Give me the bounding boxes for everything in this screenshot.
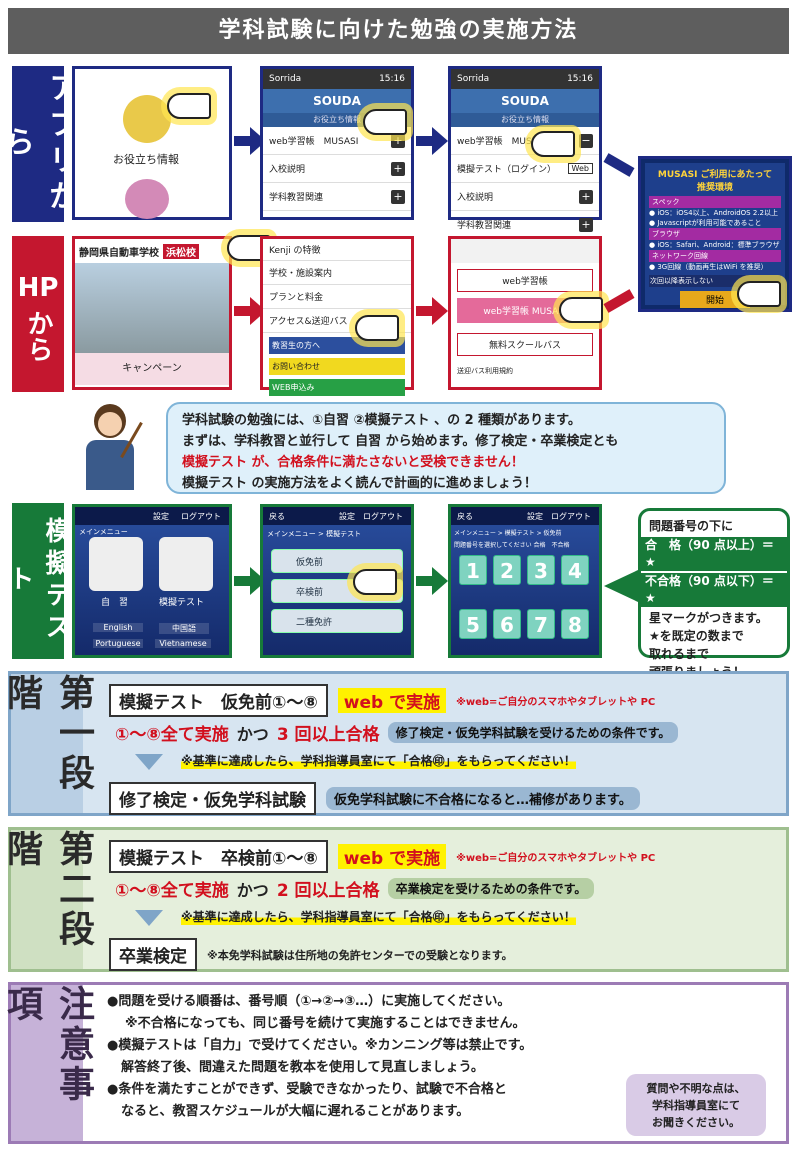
arrow: [603, 153, 635, 177]
question-7[interactable]: 7: [527, 609, 555, 639]
app-brand: SOUDA: [263, 89, 411, 113]
pointing-hand-icon: [167, 93, 211, 119]
mogi-number-select: 戻る設定 ログアウト メインメニュー > 模擬テスト > 仮免前 問題番号を選択…: [448, 504, 602, 658]
info-icon: [123, 95, 171, 143]
row-lessons[interactable]: 学科教習関連+: [263, 183, 411, 211]
stage-1: 第一段階 模擬テスト 仮免前①〜⑧ web で実施 ※web=ご自分のスマホやタ…: [1, 671, 789, 816]
school-bus-button[interactable]: 無料スクールバス: [457, 333, 593, 356]
question-2[interactable]: 2: [493, 555, 521, 585]
page-title: 学科試験に向けた勉強の実施方法: [8, 8, 789, 54]
item-nishu[interactable]: 二種免許: [271, 609, 403, 633]
mogi-main-menu: 設定ログアウト メインメニュー 自 習 模擬テスト English 中国語 Po…: [72, 504, 232, 658]
teacher-illustration: [74, 400, 146, 492]
location-icon: [125, 179, 169, 219]
question-8[interactable]: 8: [561, 609, 589, 639]
app-screen-home: お役立ち情報: [72, 66, 232, 220]
question-note: 質問や不明な点は、 学科指導員室にて お聞きください。: [626, 1074, 766, 1136]
hp-screen-top: 静岡県自動車学校浜松校 キャンペーン: [72, 235, 271, 390]
label-mock-test: 模擬テスト: [4, 503, 71, 659]
pointing-hand-icon: [737, 281, 781, 307]
question-1[interactable]: 1: [459, 555, 487, 585]
question-4[interactable]: 4: [561, 555, 589, 585]
pointing-hand-icon: [531, 131, 575, 157]
pointing-hand-icon: [559, 297, 603, 323]
campaign-banner[interactable]: キャンペーン: [75, 353, 229, 385]
musasi-notice: MUSASI ご利用にあたって 推奨環境 スペック ● iOS：iOS4以上、A…: [638, 156, 792, 312]
cautions: 注意事項 ●問題を受ける順番は、番号順（①→②→③…）に実施してください。 ※不…: [1, 982, 789, 1144]
star-note: 問題番号の下に 合 格（90 点以上）＝★ 不合格（90 点以下）＝★ 星マーク…: [638, 508, 790, 679]
question-5[interactable]: 5: [459, 609, 487, 639]
hp-screen-students: web学習帳 web学習帳 MUSASI 無料スクールバス 送迎バス利用規約: [448, 236, 603, 390]
arrow: [416, 136, 434, 146]
for-students-button[interactable]: 教習生の方へ: [269, 337, 405, 354]
arrow: [234, 136, 252, 146]
web-apply-button[interactable]: WEB申込み: [269, 379, 405, 396]
mogi-test-menu: 戻る設定 ログアウト メインメニュー > 模擬テスト 仮免前 卒検前 二種免許: [260, 504, 414, 658]
stage-2: 第二段階 模擬テスト 卒検前①〜⑧ web で実施 ※web=ご自分のスマホやタ…: [1, 827, 789, 972]
useful-info-label[interactable]: お役立ち情報: [113, 153, 179, 166]
pointing-hand-icon: [363, 109, 407, 135]
row-admission[interactable]: 入校説明+: [263, 155, 411, 183]
label-from-app: アプリから: [0, 66, 78, 222]
question-6[interactable]: 6: [493, 609, 521, 639]
speech-bubble: 学科試験の勉強には、①自習 ②模擬テスト 、の 2 種類があります。 まずは、学…: [166, 402, 726, 494]
school-photo: [75, 263, 229, 353]
pointing-hand-icon: [355, 315, 399, 341]
pointing-hand-icon: [353, 569, 397, 595]
contact-button[interactable]: お問い合わせ: [269, 358, 405, 375]
row-musasi[interactable]: web学習帳 MUSASI+: [263, 127, 411, 155]
mock-test-icon[interactable]: [159, 537, 213, 591]
row-mock-test-login[interactable]: 模擬テスト（ログイン）Web: [451, 155, 599, 183]
hp-screen-menu: Kenji の特徴 学校・施設案内 プランと料金 アクセス&送迎バス 教習生の方…: [260, 236, 414, 396]
arrow-head: [432, 127, 448, 155]
self-study-icon[interactable]: [89, 537, 143, 591]
start-button[interactable]: 開始: [680, 291, 750, 308]
web-study-button[interactable]: web学習帳: [457, 269, 593, 292]
question-3[interactable]: 3: [527, 555, 555, 585]
